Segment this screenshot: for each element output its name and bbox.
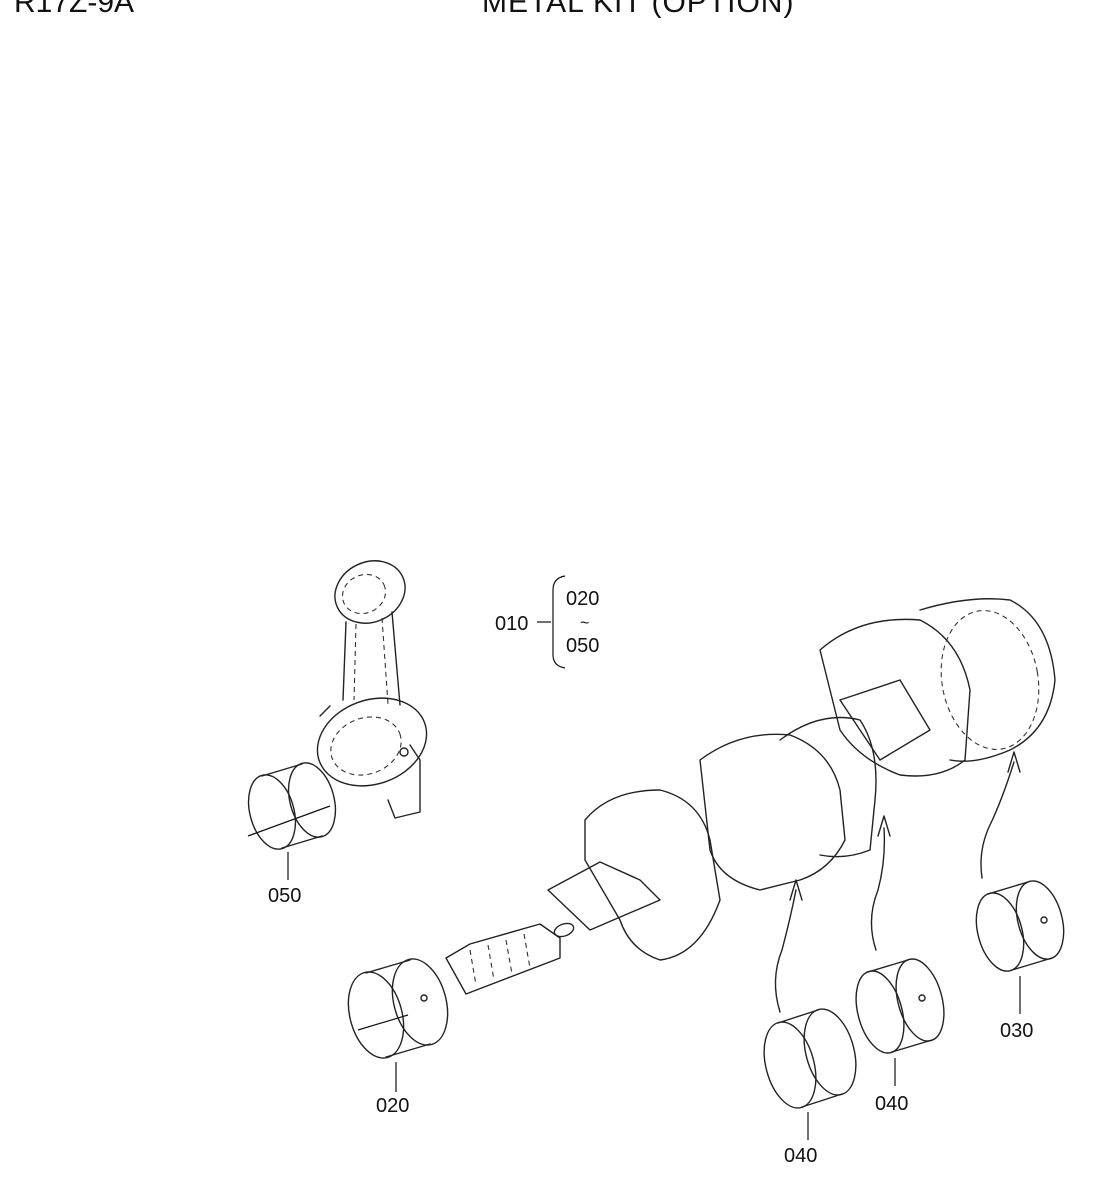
- bearing-040-upper-drawing: [855, 958, 945, 1086]
- callout-030: 030: [1000, 1020, 1033, 1042]
- connecting-rod-drawing: [316, 560, 428, 819]
- callout-040-upper: 040: [875, 1093, 908, 1115]
- callout-040-lower: 040: [784, 1145, 817, 1167]
- crankshaft-drawing: [445, 598, 1056, 995]
- bearing-030-drawing: [975, 880, 1065, 1014]
- kit-range-start: 020: [566, 588, 599, 610]
- kit-range-end: 050: [566, 635, 599, 657]
- kit-range-separator: ~: [580, 615, 589, 632]
- bearing-040-lower-drawing: [763, 1008, 857, 1140]
- callout-020: 020: [376, 1095, 409, 1117]
- callout-050: 050: [268, 885, 301, 907]
- assembly-arrows: [774, 751, 1021, 1013]
- bearing-020-drawing: [347, 958, 449, 1092]
- page-title: METAL KIT (OPTION): [482, 0, 795, 19]
- kit-set-number: 010: [495, 613, 528, 635]
- model-number: R17Z-9A: [14, 0, 135, 19]
- bearing-050-drawing: [247, 762, 337, 880]
- kit-brace: [552, 575, 566, 669]
- kit-bracket-group: 010 020 ~ 050: [495, 575, 599, 669]
